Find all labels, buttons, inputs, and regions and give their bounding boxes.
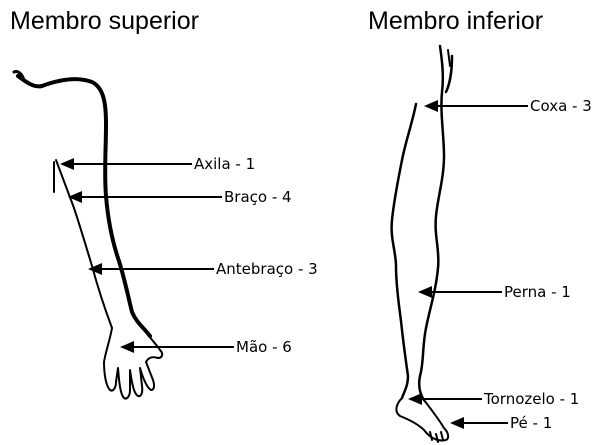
label-axila: Axila - 1 (194, 155, 255, 173)
arm-drawing (14, 71, 162, 398)
hand-drawing (104, 328, 162, 399)
label-mao: Mão - 6 (236, 338, 292, 356)
arrow-tornozelo (408, 393, 482, 405)
foot-drawing (396, 398, 448, 442)
leg-outer-contour (419, 46, 444, 400)
arm-outer-contour (18, 76, 150, 336)
arm-inner-contour (54, 160, 112, 328)
arrow-coxa (424, 100, 528, 112)
arrow-antebraco (88, 263, 214, 275)
label-coxa: Coxa - 3 (530, 97, 592, 115)
label-pe: Pé - 1 (510, 414, 552, 432)
leg-hip-detail (448, 50, 450, 66)
leg-inner-contour (392, 56, 452, 398)
arrow-braco (68, 191, 222, 203)
arrow-axila (60, 158, 192, 170)
arrow-perna (418, 286, 502, 298)
arrow-mao (120, 341, 234, 353)
label-braco: Braço - 4 (224, 188, 292, 206)
label-tornozelo: Tornozelo - 1 (484, 390, 579, 408)
label-perna: Perna - 1 (504, 283, 571, 301)
arrow-pe (450, 417, 508, 429)
label-antebraco: Antebraço - 3 (216, 260, 318, 278)
